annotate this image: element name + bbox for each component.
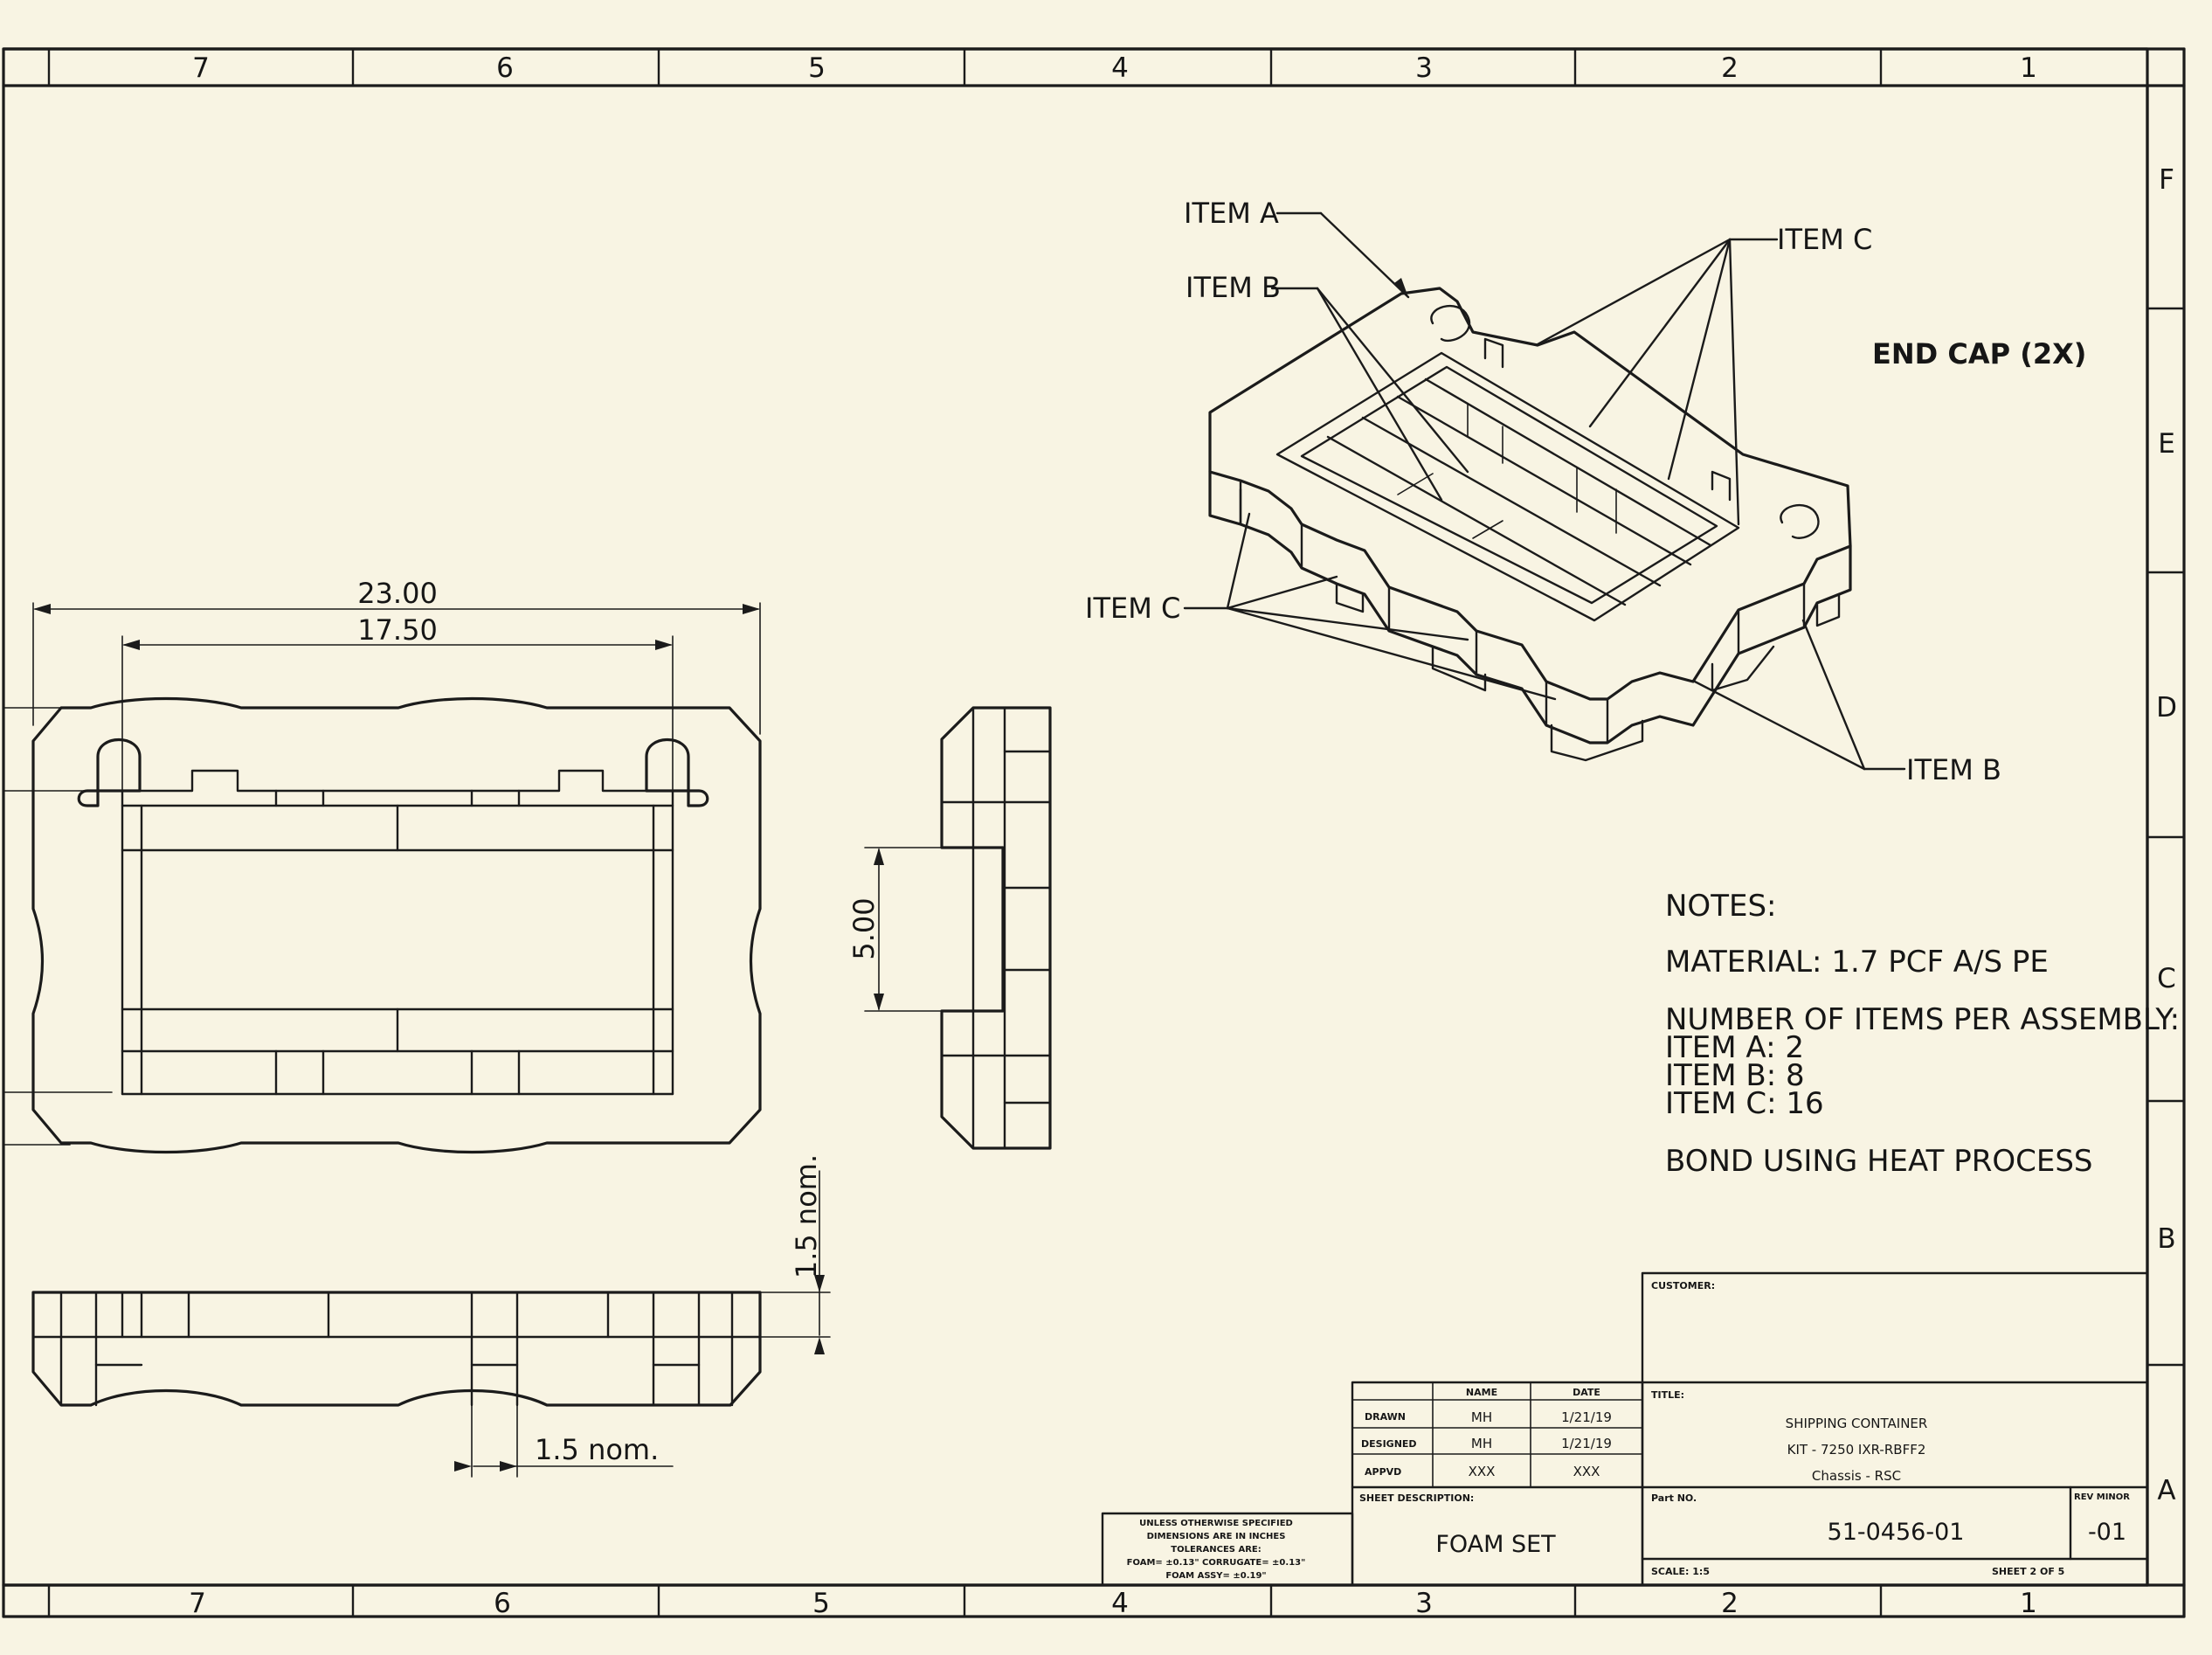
tb-row-role-drawn: DRAWN: [1365, 1411, 1406, 1423]
title-block: CUSTOMER: TITLE: SHIPPING CONTAINER KIT …: [1101, 1271, 2149, 1587]
tb-sheet-number: SHEET 2 OF 5: [1992, 1566, 2064, 1577]
notes-item-b: ITEM B: 8: [1665, 1058, 1805, 1093]
col-label-bottom-6: 6: [494, 1588, 511, 1619]
dim-side-gap: 5.00: [847, 897, 881, 959]
tb-tolerance-line-3: TOLERANCES ARE:: [1171, 1545, 1261, 1555]
tb-title-line-1: SHIPPING CONTAINER: [1786, 1416, 1928, 1431]
tb-row-role-appvd: APPVD: [1365, 1466, 1401, 1478]
row-label-a: A: [2157, 1475, 2175, 1506]
callout-labels: ITEM A ITEM B ITEM C ITEM C ITEM B END C…: [1085, 197, 2086, 786]
col-label-top-6: 6: [496, 52, 514, 84]
dim-inner-width: 17.50: [357, 613, 438, 647]
row-label-e: E: [2158, 428, 2175, 460]
tb-tolerance-line-5: FOAM ASSY= ±0.19": [1165, 1571, 1266, 1581]
tb-tolerance-line-1: UNLESS OTHERWISE SPECIFIED: [1139, 1519, 1293, 1528]
col-label-top-3: 3: [1415, 52, 1433, 84]
view-label-end-cap: END CAP (2X): [1872, 337, 2086, 370]
tb-tolerance-line-2: DIMENSIONS ARE IN INCHES: [1147, 1532, 1286, 1541]
tb-sheet-description-label: SHEET DESCRIPTION:: [1359, 1492, 1474, 1504]
tb-row-date-appvd: XXX: [1573, 1464, 1600, 1479]
tb-title-line-3: Chassis - RSC: [1812, 1468, 1901, 1484]
dim-overall-width: 23.00: [357, 577, 438, 610]
zone-labels: 7 6 5 4 3 2 1 7 6 5 4 3 2 1 F E D C B A: [189, 52, 2177, 1619]
callout-item-c-lower: ITEM C: [1085, 592, 1180, 625]
top-view-dimensions: 23.00 17.50: [32, 577, 761, 792]
col-label-top-5: 5: [808, 52, 826, 84]
tb-header-name: NAME: [1466, 1387, 1497, 1398]
callout-item-a: ITEM A: [1184, 197, 1279, 230]
end-cap-side-view: 5.00: [847, 706, 1052, 1150]
col-label-top-4: 4: [1111, 52, 1129, 84]
row-label-c: C: [2157, 963, 2176, 994]
end-cap-edge-view: 1.5 nom. 1.5 nom.: [31, 1154, 831, 1478]
tb-row-date-designed: 1/21/19: [1561, 1436, 1612, 1451]
tb-row-name-appvd: XXX: [1469, 1464, 1496, 1479]
col-label-bottom-1: 1: [2020, 1588, 2037, 1619]
tb-title-label: TITLE:: [1651, 1389, 1684, 1401]
notes-bond: BOND USING HEAT PROCESS: [1665, 1144, 2093, 1179]
notes-items-heading: NUMBER OF ITEMS PER ASSEMBLY:: [1665, 1002, 2180, 1037]
dim-thickness-vertical: 1.5 nom.: [790, 1154, 823, 1278]
tb-rev: -01: [2088, 1519, 2126, 1546]
tb-customer-label: CUSTOMER:: [1651, 1280, 1715, 1291]
row-label-f: F: [2159, 164, 2174, 196]
tb-part-no: 51-0456-01: [1828, 1519, 1965, 1546]
dim-thickness-horizontal: 1.5 nom.: [535, 1433, 659, 1466]
tb-tolerance-line-4: FOAM= ±0.13" CORRUGATE= ±0.13": [1127, 1558, 1306, 1568]
col-label-top-1: 1: [2020, 52, 2037, 84]
tb-part-no-label: Part NO.: [1651, 1492, 1697, 1504]
notes-material: MATERIAL: 1.7 PCF A/S PE: [1665, 945, 2049, 980]
callout-item-b-upper: ITEM B: [1185, 271, 1281, 304]
tb-title-line-2: KIT - 7250 IXR-RBFF2: [1787, 1442, 1926, 1458]
col-label-bottom-3: 3: [1415, 1588, 1433, 1619]
notes-item-c: ITEM C: 16: [1665, 1086, 1824, 1121]
col-label-bottom-4: 4: [1111, 1588, 1129, 1619]
tb-rev-label: REV MINOR: [2074, 1492, 2130, 1502]
col-label-top-7: 7: [192, 52, 210, 84]
end-cap-top-view: [3, 696, 762, 1154]
col-label-bottom-5: 5: [812, 1588, 830, 1619]
tb-header-date: DATE: [1573, 1387, 1600, 1398]
notes-heading: NOTES:: [1665, 889, 1776, 924]
tb-row-name-drawn: MH: [1471, 1409, 1492, 1425]
row-label-d: D: [2156, 692, 2177, 724]
tb-scale: SCALE: 1:5: [1651, 1566, 1710, 1577]
tb-sheet-description: FOAM SET: [1435, 1531, 1556, 1558]
col-label-bottom-7: 7: [189, 1588, 206, 1619]
col-label-top-2: 2: [1721, 52, 1738, 84]
end-cap-isometric-view: [1208, 287, 1852, 762]
tb-row-role-designed: DESIGNED: [1361, 1438, 1417, 1450]
tb-row-date-drawn: 1/21/19: [1561, 1409, 1612, 1425]
callout-item-b-lower: ITEM B: [1906, 753, 2001, 786]
notes-item-a: ITEM A: 2: [1665, 1030, 1804, 1065]
col-label-bottom-2: 2: [1721, 1588, 1738, 1619]
tb-row-name-designed: MH: [1471, 1436, 1492, 1451]
row-label-b: B: [2157, 1223, 2175, 1255]
callout-item-c-upper: ITEM C: [1777, 223, 1872, 256]
leader-lines: [1183, 211, 1906, 771]
notes: NOTES: MATERIAL: 1.7 PCF A/S PE NUMBER O…: [1665, 889, 2180, 1179]
